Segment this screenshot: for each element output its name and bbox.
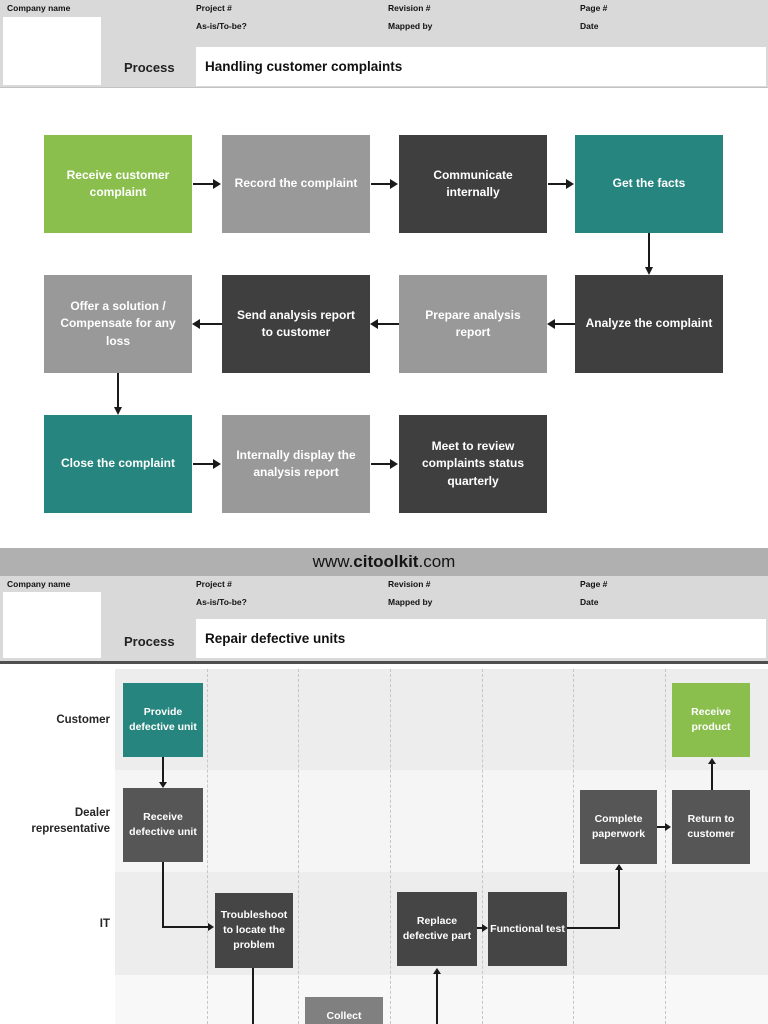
arrow-right-icon — [390, 459, 398, 469]
step-collect: Collect — [305, 997, 383, 1024]
page-label: Page # — [580, 579, 608, 589]
arrow-left-icon — [192, 319, 200, 329]
citoolkit-banner: www.citoolkit.com — [0, 548, 768, 576]
process-title-1: Handling customer complaints — [205, 59, 403, 74]
step-return-to-customer: Return to customer — [672, 790, 750, 864]
banner-brand: citoolkit — [353, 552, 419, 571]
arrow-right-icon — [665, 823, 671, 831]
company-name-field — [3, 17, 101, 85]
column-divider — [482, 669, 483, 1024]
arrow-left-line — [555, 323, 575, 325]
project-label: Project # — [196, 3, 232, 13]
step-receive-customer-complaint: Receive customer complaint — [44, 135, 192, 233]
arrow-right-line — [371, 463, 390, 465]
project-label: Project # — [196, 579, 232, 589]
step-record-the-complaint: Record the complaint — [222, 135, 370, 233]
date-label: Date — [580, 21, 599, 31]
step-internally-display-report: Internally display the analysis report — [222, 415, 370, 513]
lane-label-customer: Customer — [56, 714, 110, 726]
step-provide-defective-unit: Provide defective unit — [123, 683, 203, 757]
step-analyze-the-complaint: Analyze the complaint — [575, 275, 723, 373]
asis-tobe-label: As-is/To-be? — [196, 597, 247, 607]
process-title-field-1: Handling customer complaints — [196, 47, 766, 86]
revision-label: Revision # — [388, 3, 431, 13]
lane-4-bg — [115, 975, 768, 1024]
arrow-left-line — [378, 323, 399, 325]
lane-label-dealer-representative: Dealer representative — [31, 807, 110, 835]
mapped-by-label: Mapped by — [388, 597, 433, 607]
arrow-up-icon — [707, 758, 716, 764]
arrow-right-icon — [213, 179, 221, 189]
connector-line — [477, 927, 483, 929]
arrow-down-icon — [644, 267, 653, 275]
arrow-right-icon — [482, 924, 488, 932]
step-prepare-analysis-report: Prepare analysis report — [399, 275, 547, 373]
mapped-by-label: Mapped by — [388, 21, 433, 31]
step-send-analysis-report: Send analysis report to customer — [222, 275, 370, 373]
arrow-up-icon — [615, 864, 623, 870]
arrow-right-icon — [390, 179, 398, 189]
connector-line — [162, 926, 208, 928]
lane-label-it: IT — [99, 918, 110, 930]
arrow-down-icon — [113, 407, 122, 415]
step-offer-solution: Offer a solution / Compensate for any lo… — [44, 275, 192, 373]
step-close-the-complaint: Close the complaint — [44, 415, 192, 513]
page-label: Page # — [580, 3, 608, 13]
step-meet-to-review: Meet to review complaints status quarter… — [399, 415, 547, 513]
revision-label: Revision # — [388, 579, 431, 589]
arrow-up-icon — [432, 968, 441, 974]
connector-line — [162, 757, 164, 784]
connector-line — [252, 968, 254, 1024]
step-functional-test: Functional test — [488, 892, 567, 966]
step-get-the-facts: Get the facts — [575, 135, 723, 233]
step-troubleshoot: Troubleshoot to locate the problem — [215, 893, 293, 968]
step-replace-defective-part: Replace defective part — [397, 892, 477, 966]
header-2: Company name Project # As-is/To-be? Revi… — [0, 576, 768, 664]
arrow-left-icon — [547, 319, 555, 329]
arrow-down-line — [117, 373, 119, 407]
lane-dealer-bg — [115, 770, 768, 872]
step-receive-product: Receive product — [672, 683, 750, 757]
arrow-right-icon — [213, 459, 221, 469]
connector-line — [162, 862, 164, 928]
date-label: Date — [580, 597, 599, 607]
company-name-label: Company name — [7, 579, 71, 589]
column-divider — [665, 669, 666, 1024]
lane-customer-bg — [115, 669, 768, 770]
arrow-right-icon — [566, 179, 574, 189]
column-divider — [390, 669, 391, 1024]
arrow-right-line — [548, 183, 567, 185]
banner-com: .com — [418, 552, 456, 571]
step-communicate-internally: Communicate internally — [399, 135, 547, 233]
arrow-left-icon — [370, 319, 378, 329]
column-divider — [573, 669, 574, 1024]
step-complete-paperwork: Complete paperwork — [580, 790, 657, 864]
process-label: Process — [124, 634, 175, 649]
arrow-right-line — [193, 183, 213, 185]
connector-line — [657, 826, 666, 828]
arrow-left-line — [200, 323, 222, 325]
arrow-right-line — [193, 463, 213, 465]
banner-www: www. — [312, 552, 354, 571]
column-divider — [207, 669, 208, 1024]
arrow-right-icon — [208, 923, 214, 931]
process-title-field-2: Repair defective units — [196, 619, 766, 658]
header-1: Company name Project # As-is/To-be? Revi… — [0, 0, 768, 88]
company-name-label: Company name — [7, 3, 71, 13]
arrow-down-line — [648, 233, 650, 267]
process-title-2: Repair defective units — [205, 631, 346, 646]
connector-line — [618, 870, 620, 928]
asis-tobe-label: As-is/To-be? — [196, 21, 247, 31]
company-name-field — [3, 592, 101, 658]
arrow-down-icon — [158, 782, 167, 788]
connector-line — [711, 764, 713, 790]
step-receive-defective-unit: Receive defective unit — [123, 788, 203, 862]
connector-line — [436, 974, 438, 1024]
connector-line — [567, 927, 620, 929]
column-divider — [298, 669, 299, 1024]
arrow-right-line — [371, 183, 390, 185]
process-label: Process — [124, 60, 175, 75]
